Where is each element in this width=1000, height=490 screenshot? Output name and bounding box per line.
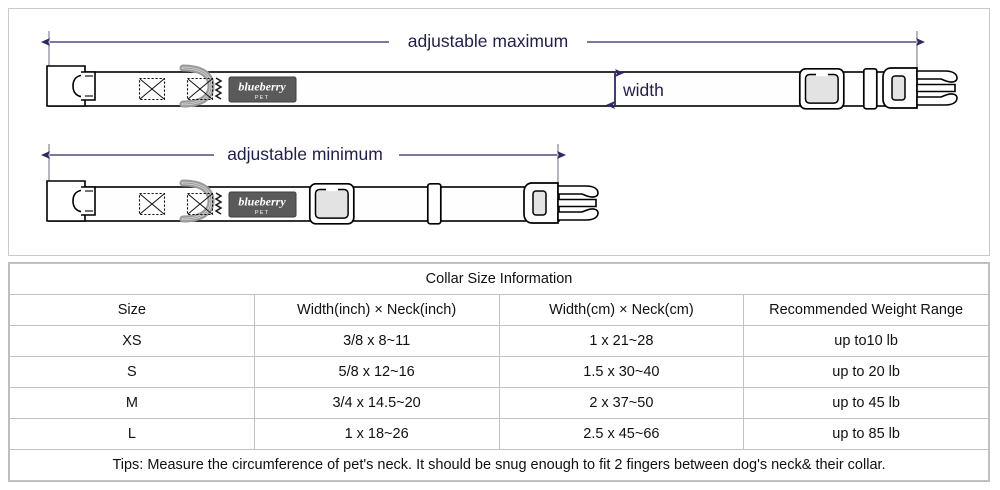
collar-minimum-group: adjustable minimum (41, 144, 599, 225)
male-buckle-min (523, 182, 599, 224)
collar-diagram-panel: adjustable maximum (8, 8, 990, 256)
cell-inch: 5/8 x 12~16 (253, 356, 500, 388)
brand-sub-max: PET (255, 95, 269, 101)
size-table-panel: Collar Size Information Size Width(inch)… (8, 262, 990, 482)
cell-weight: up to 45 lb (743, 387, 989, 419)
cell-inch: 3/4 x 14.5~20 (253, 387, 500, 419)
cell-inch: 1 x 18~26 (253, 418, 500, 450)
cell-inch: 3/8 x 8~11 (253, 325, 500, 357)
slide-adjuster-max (798, 67, 845, 110)
tips-text: Tips: Measure the circumference of pet's… (9, 449, 989, 481)
header-inch: Width(inch) × Neck(inch) (253, 294, 500, 326)
table-row: M 3/4 x 14.5~20 2 x 37~50 up to 45 lb (9, 387, 989, 419)
strap-body-min (48, 186, 560, 222)
cell-weight: up to 20 lb (743, 356, 989, 388)
male-buckle-max (882, 67, 958, 109)
table-header-row: Size Width(inch) × Neck(inch) Width(cm) … (9, 294, 989, 326)
cell-size: L (9, 418, 255, 450)
brand-name-max: blueberry (238, 80, 286, 94)
cell-cm: 1 x 21~28 (498, 325, 745, 357)
cell-size: S (9, 356, 255, 388)
cell-cm: 2 x 37~50 (498, 387, 745, 419)
table-title-row: Collar Size Information (9, 263, 989, 295)
brand-sub-min: PET (255, 210, 269, 216)
table-row: S 5/8 x 12~16 1.5 x 30~40 up to 20 lb (9, 356, 989, 388)
cell-cm: 1.5 x 30~40 (498, 356, 745, 388)
table-title: Collar Size Information (9, 263, 989, 295)
brand-tag-min: blueberry PET (228, 191, 297, 218)
brand-name-min: blueberry (238, 195, 286, 209)
brand-tag-max: blueberry PET (228, 76, 297, 103)
collar-maximum-group: adjustable maximum (41, 31, 958, 110)
keeper-loop-max (862, 67, 878, 110)
female-buckle-max (46, 65, 96, 107)
adjustable-minimum-label: adjustable minimum (227, 144, 383, 164)
size-table: Collar Size Information Size Width(inch)… (9, 263, 989, 481)
cell-cm: 2.5 x 45~66 (498, 418, 745, 450)
slide-adjuster-min (308, 182, 355, 225)
width-label: width (622, 80, 664, 100)
adjustable-maximum-label: adjustable maximum (408, 31, 568, 51)
table-row: XS 3/8 x 8~11 1 x 21~28 up to10 lb (9, 325, 989, 357)
cell-weight: up to10 lb (743, 325, 989, 357)
cell-size: M (9, 387, 255, 419)
header-weight: Recommended Weight Range (743, 294, 989, 326)
collar-diagram-svg: adjustable maximum (41, 31, 958, 225)
table-row: L 1 x 18~26 2.5 x 45~66 up to 85 lb (9, 418, 989, 450)
header-cm: Width(cm) × Neck(cm) (498, 294, 745, 326)
keeper-loop-min (426, 182, 442, 225)
table-tips-row: Tips: Measure the circumference of pet's… (9, 449, 989, 481)
female-buckle-min (46, 180, 96, 222)
cell-size: XS (9, 325, 255, 357)
strap-body-max (48, 71, 918, 107)
cell-weight: up to 85 lb (743, 418, 989, 450)
header-size: Size (9, 294, 255, 326)
